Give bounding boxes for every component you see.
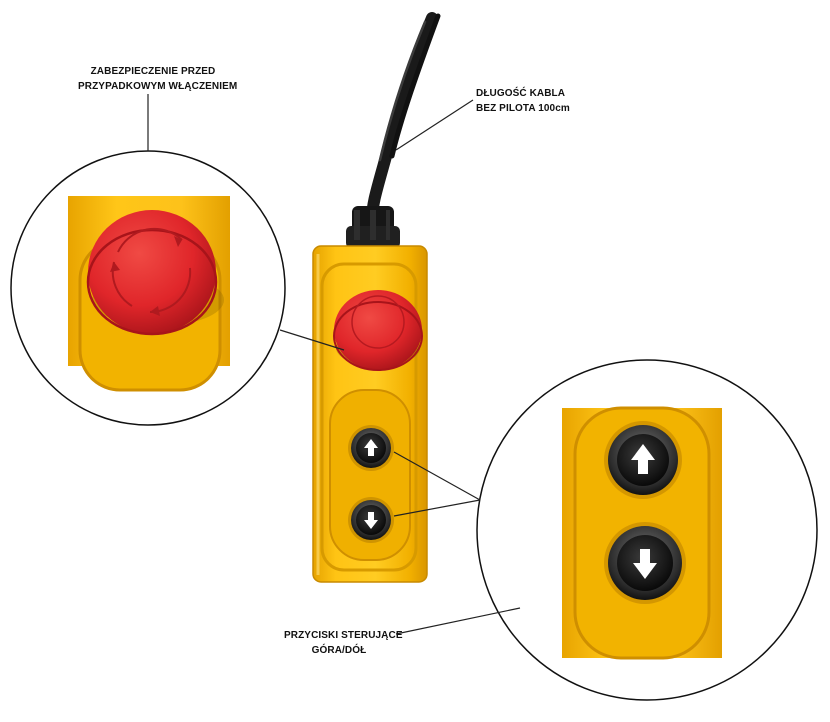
emergency-stop-button[interactable] bbox=[333, 290, 423, 371]
rotate-arrows-icon bbox=[351, 295, 405, 349]
cable bbox=[366, 12, 441, 226]
arrow-down-icon bbox=[633, 549, 657, 579]
annotation-cable-line2: BEZ PILOTA 100cm bbox=[476, 103, 570, 114]
annotation-protection: ZABEZPIECZENIE PRZED PRZYPADKOWYM WŁĄCZE… bbox=[78, 64, 238, 94]
annotation-buttons-line1: PRZYCISKI STERUJĄCE bbox=[284, 630, 403, 641]
leader-lines bbox=[147, 94, 521, 635]
zoom-control-buttons bbox=[476, 359, 818, 701]
zoom-down-button bbox=[604, 522, 686, 604]
arrow-up-icon bbox=[364, 439, 378, 456]
annotation-protection-line2: PRZYPADKOWYM WŁĄCZENIEM bbox=[78, 81, 238, 92]
annotation-protection-line1: ZABEZPIECZENIE PRZED bbox=[90, 66, 216, 77]
annotation-buttons-line2: GÓRA/DÓŁ bbox=[311, 645, 367, 656]
annotation-cable-length: DŁUGOŚĆ KABLA BEZ PILOTA 100cm bbox=[476, 86, 570, 116]
rotate-arrows-icon bbox=[110, 227, 192, 316]
zoom-emergency-stop bbox=[10, 150, 286, 426]
up-button[interactable] bbox=[348, 425, 394, 471]
cable-gland bbox=[346, 206, 400, 248]
zoom-up-button bbox=[604, 421, 682, 499]
annotation-control-buttons: PRZYCISKI STERUJĄCE GÓRA/DÓŁ bbox=[284, 628, 403, 658]
annotation-cable-line1: DŁUGOŚĆ KABLA bbox=[476, 88, 566, 99]
arrow-up-icon bbox=[631, 444, 655, 474]
down-button[interactable] bbox=[348, 497, 394, 543]
arrow-down-icon bbox=[364, 512, 378, 529]
